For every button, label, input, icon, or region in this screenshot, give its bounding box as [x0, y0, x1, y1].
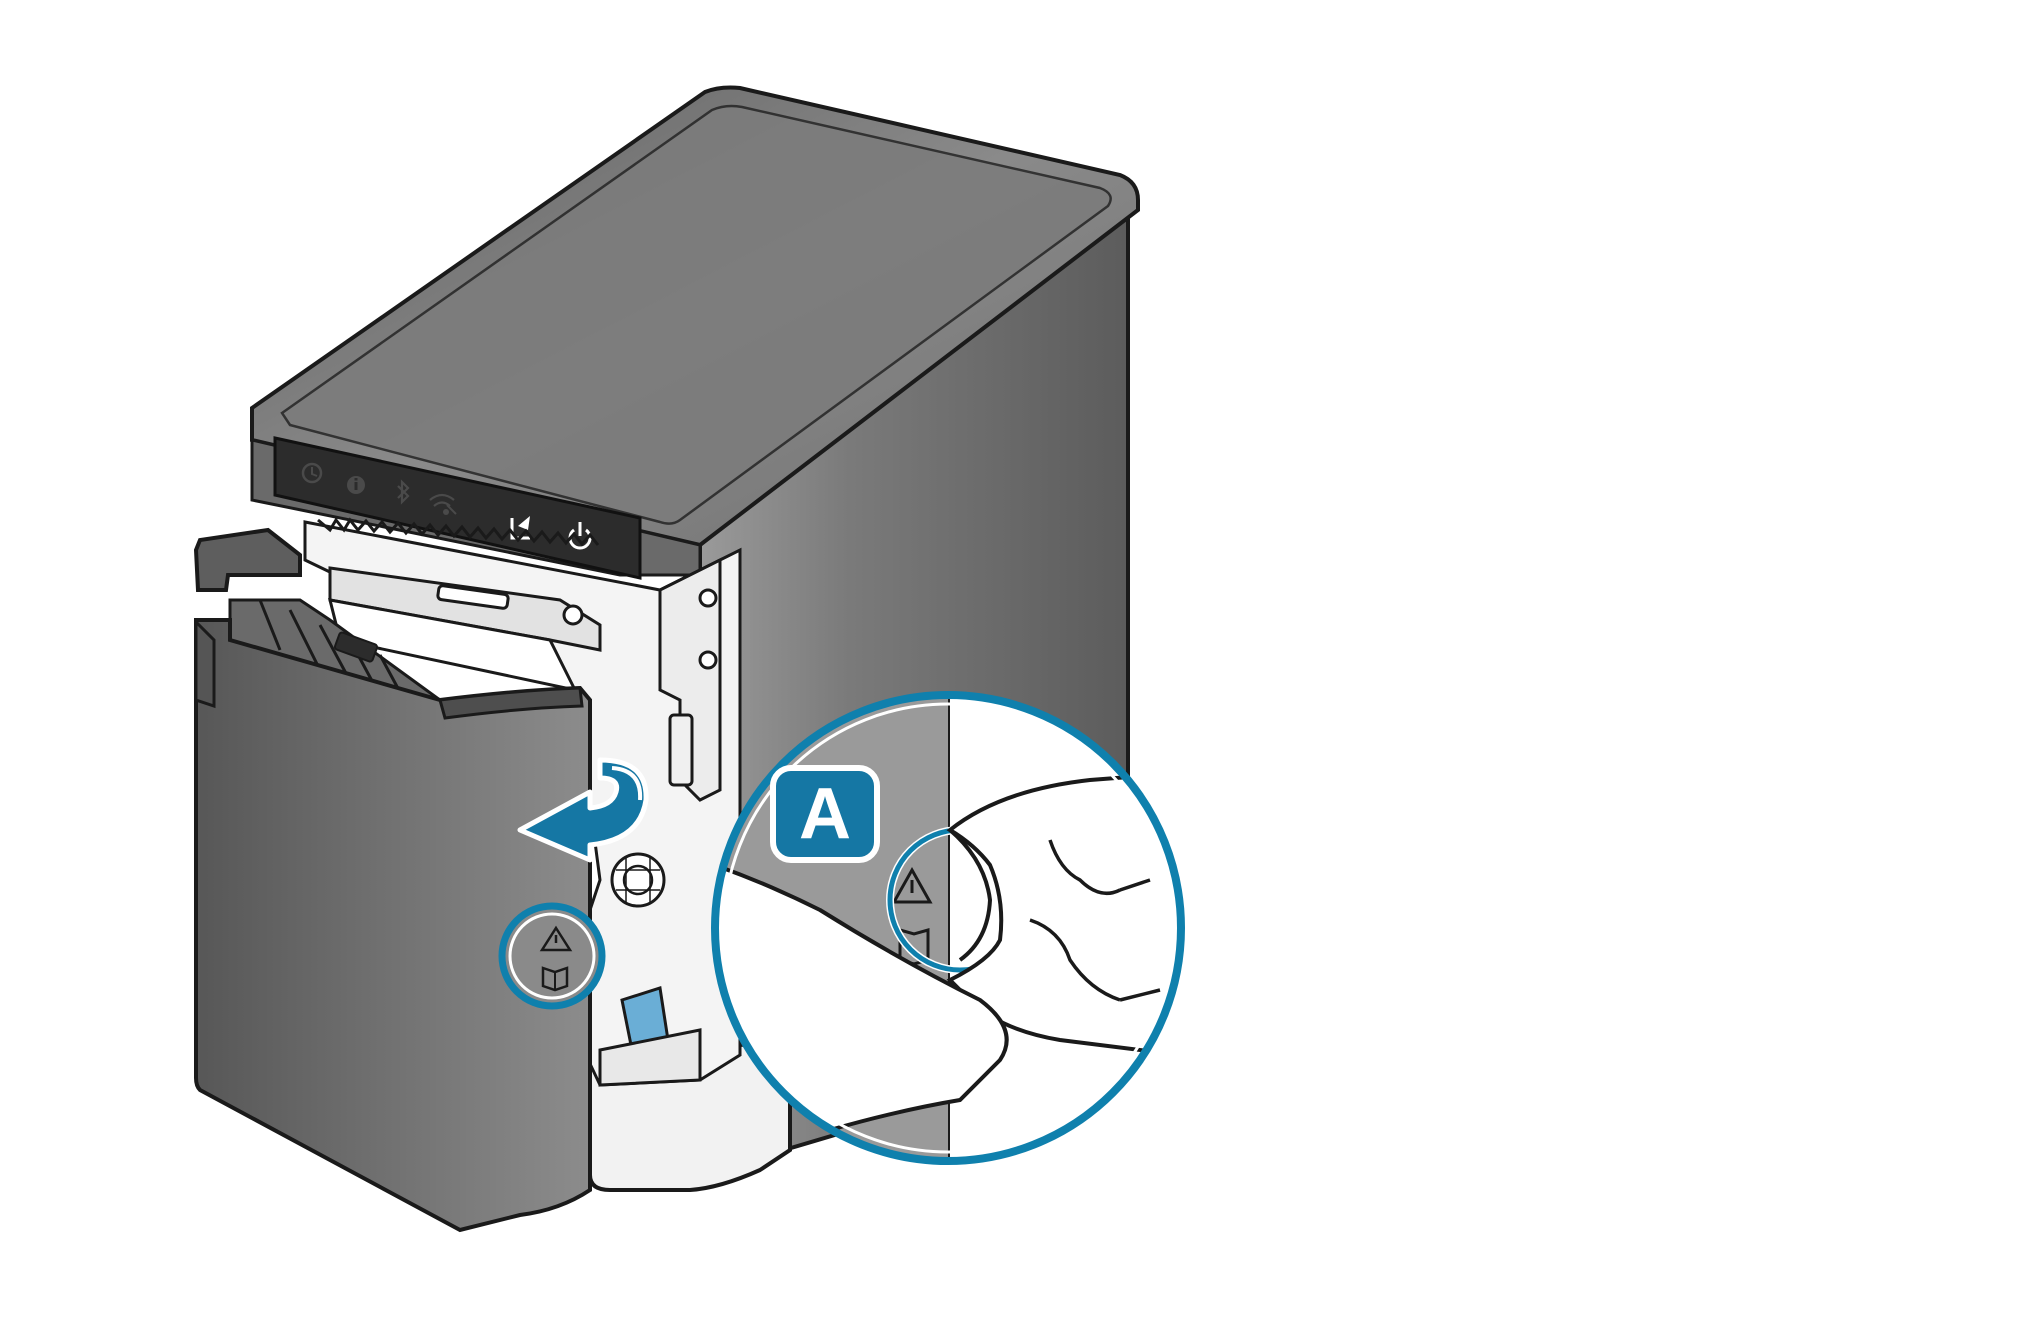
bluetooth-icon — [397, 479, 410, 505]
interior-slot — [436, 584, 510, 610]
frame-screw-mid — [698, 650, 718, 670]
wireless-icon — [429, 493, 457, 515]
cover-left-notch — [194, 618, 216, 709]
printer-top-panel — [280, 104, 1112, 525]
finger-creases — [1029, 839, 1161, 1002]
hand-fingers — [946, 767, 1181, 1063]
lower-mechanism-bracket — [598, 1028, 702, 1087]
paper-feed-icon — [510, 516, 530, 540]
cover-edge-highlight — [438, 686, 584, 720]
small-callout-ring — [498, 902, 606, 1010]
cover-top-flap — [193, 527, 302, 592]
open-direction-arrow — [517, 757, 649, 863]
finger-tip — [948, 828, 993, 962]
frame-latch — [668, 713, 694, 787]
callout-warning-icon — [891, 866, 933, 904]
info-icon — [347, 476, 365, 494]
control-panel — [273, 436, 642, 580]
manual-info-icon — [541, 966, 569, 992]
roller-knob — [610, 852, 666, 908]
mechanism-side-frame — [658, 557, 722, 802]
callout-label-badge: A — [770, 765, 880, 863]
callout-label: A — [799, 774, 851, 854]
interior-screw — [562, 604, 584, 626]
interior-serrated-edge — [317, 517, 600, 547]
cover-handle-slot — [333, 631, 379, 663]
frame-screw-top — [698, 588, 718, 608]
clock-icon — [301, 462, 323, 484]
zoom-callout-ring — [711, 691, 1185, 1165]
warning-icon — [539, 925, 573, 952]
cover-rib-lines — [258, 599, 417, 721]
